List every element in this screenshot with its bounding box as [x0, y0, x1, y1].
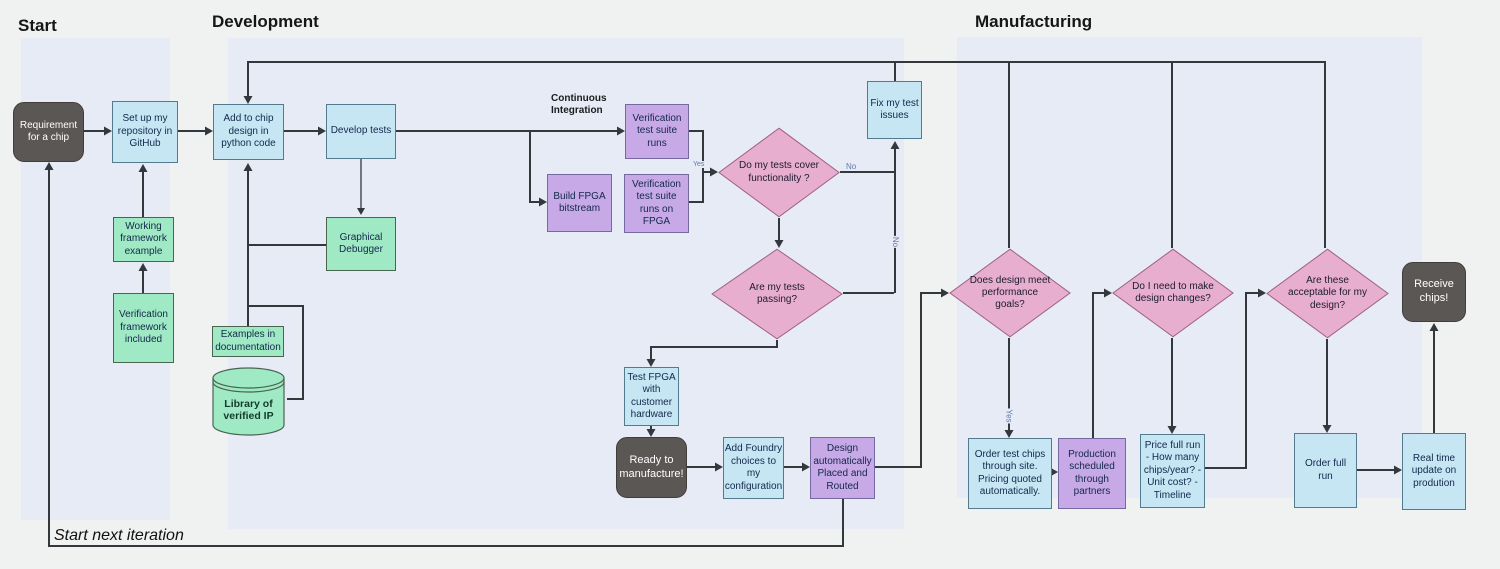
edge-requirement-to-setup — [84, 126, 112, 136]
node-receive-chips[interactable]: Receive chips! — [1402, 262, 1466, 322]
node-label: Ready to manufacture! — [619, 453, 684, 480]
edge-label-goals-yes: Yes — [1004, 408, 1014, 424]
node-label: Verification framework included — [119, 309, 168, 346]
node-production-scheduled[interactable]: Production scheduled through partners — [1058, 438, 1126, 509]
node-label: Build FPGA bitstream — [553, 190, 606, 215]
node-label: Set up my repository in GitHub — [117, 113, 173, 150]
diamond-shape — [1112, 248, 1234, 338]
edge-pricerun-to-acceptable — [1205, 288, 1266, 469]
edge-label-junction-yes: Yes — [692, 161, 706, 168]
manufacturing-section-title: Manufacturing — [975, 12, 1093, 31]
start-next-iteration-label: Start next iteration — [54, 527, 184, 544]
node-label: Develop tests — [330, 125, 392, 137]
edge-acceptable-to-orderfull — [1322, 339, 1332, 433]
development-section-title: Development — [212, 12, 319, 31]
node-label: Do my tests cover functionality ? — [738, 160, 820, 184]
node-label: Order test chips through site. Pricing q… — [974, 448, 1046, 498]
node-examples-in-documentation[interactable]: Examples in documentation — [212, 326, 284, 357]
node-label: Do I need to make design changes? — [1132, 280, 1214, 304]
node-label: Price full run - How many chips/year? -U… — [1143, 439, 1202, 501]
decision-tests-cover-functionality[interactable]: Do my tests cover functionality ? — [718, 127, 840, 218]
node-realtime-update-production[interactable]: Real time update on prodution — [1402, 433, 1466, 510]
node-test-fpga-customer-hardware[interactable]: Test FPGA with customer hardware — [624, 367, 679, 426]
edge-cover-to-passing — [774, 218, 784, 248]
node-build-fpga-bitstream[interactable]: Build FPGA bitstream — [547, 174, 612, 232]
node-label: Working framework example — [120, 220, 167, 257]
node-verification-suite-runs[interactable]: Verification test suite runs — [625, 104, 689, 159]
node-price-full-run[interactable]: Price full run - How many chips/year? -U… — [1140, 434, 1205, 508]
node-label: Add to chip design in python code — [221, 113, 276, 150]
diamond-shape — [718, 127, 840, 218]
edge-up-to-fixissues — [890, 141, 900, 293]
node-add-foundry-choices[interactable]: Add Foundry choices to my configuration — [723, 437, 784, 499]
edge-testfpga-to-ready — [646, 426, 656, 437]
node-label: Are my tests passing? — [749, 281, 805, 305]
node-label: Order full run — [1304, 458, 1347, 482]
edge-top-feedback-line — [243, 61, 1326, 104]
continuous-integration-label: Continuous Integration — [551, 93, 607, 116]
diamond-shape — [1266, 248, 1389, 339]
node-verification-framework-included[interactable]: Verification framework included — [113, 293, 174, 363]
edge-branch-to-buildfpga — [529, 131, 547, 207]
node-label: Verification test suite runs on FPGA — [632, 178, 681, 228]
decision-need-design-changes[interactable]: Do I need to make design changes? — [1112, 248, 1234, 338]
node-label: Examples in documentation — [215, 329, 281, 353]
decision-design-meets-performance-goals[interactable]: Does design meet performance goals? — [949, 248, 1071, 338]
edge-designpr-to-goals — [875, 288, 949, 468]
edge-addchip-to-developtests — [284, 126, 326, 136]
edge-workingframework-to-setup — [138, 164, 148, 217]
node-label: Library of verified IP — [223, 397, 274, 422]
diamond-shape — [949, 248, 1071, 338]
edge-changes-to-pricerun — [1167, 338, 1177, 434]
node-label: Production scheduled through partners — [1068, 448, 1116, 498]
edge-ready-to-foundry — [687, 462, 723, 472]
edge-designpr-iteration-loop — [44, 162, 844, 547]
node-order-test-chips[interactable]: Order test chips through site. Pricing q… — [968, 438, 1052, 509]
edge-label-passing-no: No — [891, 235, 901, 249]
node-label: Requirement for a chip — [19, 119, 78, 144]
node-develop-tests[interactable]: Develop tests — [326, 104, 396, 159]
edge-developtests-to-debugger — [357, 159, 365, 215]
cylinder-shape — [212, 366, 285, 437]
edge-examples-to-addchip — [243, 163, 253, 326]
edge-realtime-to-receive — [1429, 323, 1439, 433]
node-verification-suite-runs-fpga[interactable]: Verification test suite runs on FPGA — [624, 174, 689, 233]
edge-orderfull-to-realtime — [1357, 465, 1402, 475]
node-label: Verification test suite runs — [632, 112, 682, 149]
edge-label-cover-no: No — [845, 162, 858, 171]
node-working-framework-example[interactable]: Working framework example — [113, 217, 174, 262]
node-label: Design automatically Placed and Routed — [813, 443, 872, 492]
edge-ordertest-to-production — [1051, 468, 1058, 476]
node-label: Add Foundry choices to my configuration — [724, 443, 783, 492]
diamond-shape — [711, 248, 843, 340]
edge-library-to-addchip-branch — [249, 305, 304, 400]
node-label: Receive chips! — [1414, 278, 1454, 304]
start-section-title: Start — [18, 16, 57, 35]
decision-tests-passing[interactable]: Are my tests passing? — [711, 248, 843, 340]
edge-production-to-changes — [1092, 288, 1112, 438]
node-label: Are these acceptable for my design? — [1288, 275, 1367, 311]
node-ready-to-manufacture[interactable]: Ready to manufacture! — [616, 437, 687, 498]
decision-acceptable-for-design[interactable]: Are these acceptable for my design? — [1266, 248, 1389, 339]
node-graphical-debugger[interactable]: Graphical Debugger — [326, 217, 396, 271]
node-label: Test FPGA with customer hardware — [627, 371, 676, 421]
node-fix-my-test-issues[interactable]: Fix my test issues — [867, 81, 922, 139]
node-order-full-run[interactable]: Order full run — [1294, 433, 1357, 508]
node-requirement-for-chip[interactable]: Requirement for a chip — [13, 102, 84, 162]
node-add-to-chip-design[interactable]: Add to chip design in python code — [213, 104, 284, 160]
node-label: Graphical Debugger — [339, 231, 383, 256]
edge-verifframework-to-workingframework — [138, 263, 148, 293]
node-label: Fix my test issues — [870, 97, 919, 122]
edge-setup-to-addchip — [178, 126, 213, 136]
node-label: Does design meet performance goals? — [969, 274, 1051, 311]
node-library-of-verified-ip[interactable]: Library of verified IP — [212, 366, 285, 437]
edge-foundry-to-designpr — [784, 462, 810, 472]
node-label: Real time update on prodution — [1411, 452, 1457, 489]
edge-developtests-to-verifsuite — [396, 126, 625, 136]
node-design-placed-routed[interactable]: Design automatically Placed and Routed — [810, 437, 875, 499]
node-setup-repository[interactable]: Set up my repository in GitHub — [112, 101, 178, 163]
edge-passing-yes-to-testfpga — [646, 340, 778, 367]
